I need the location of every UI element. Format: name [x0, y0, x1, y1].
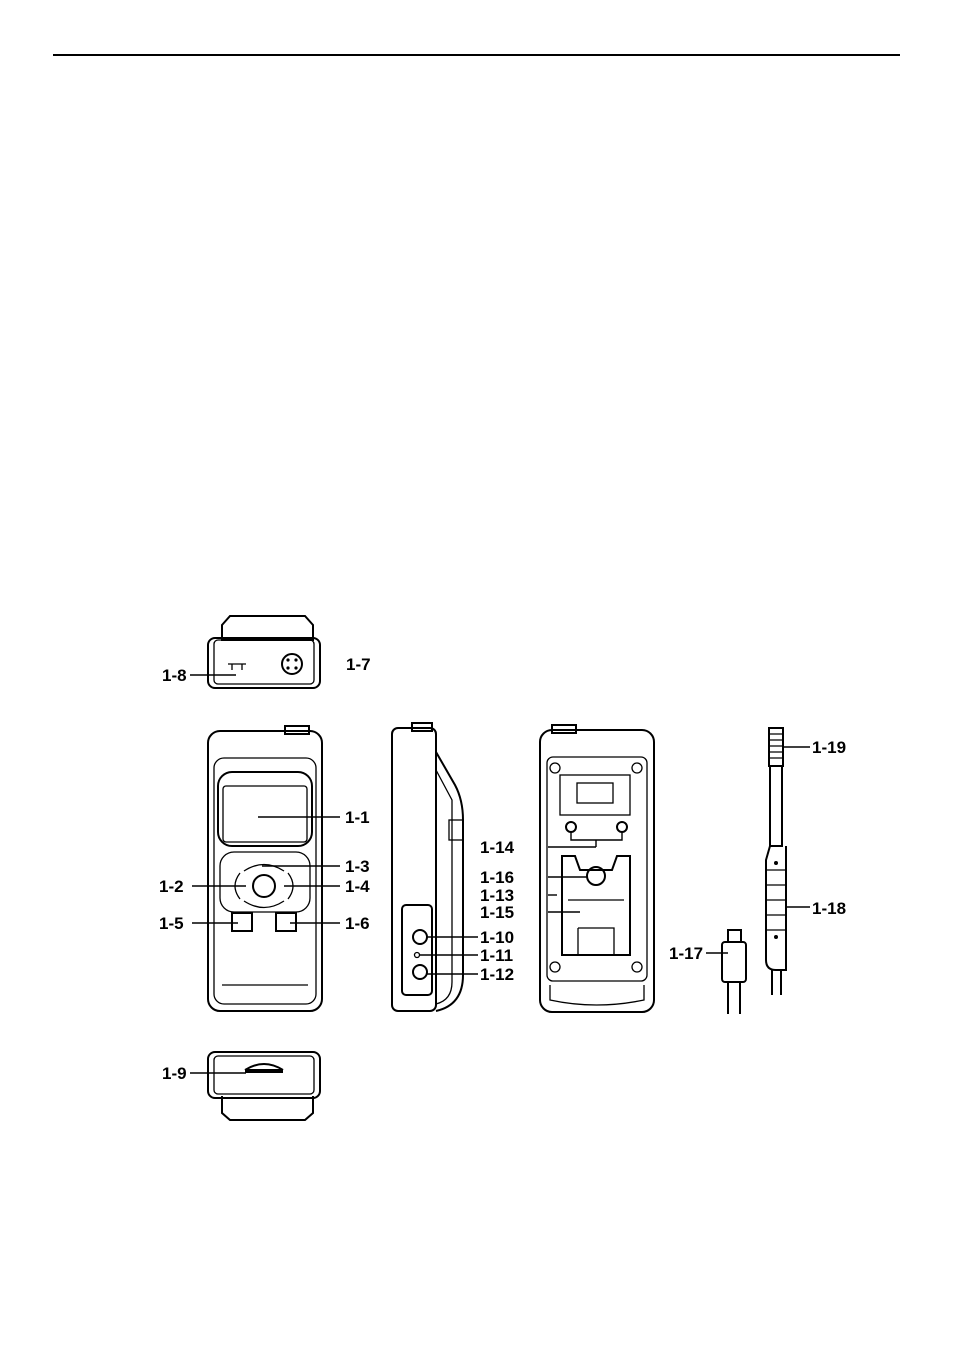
callout-1-8: 1-8: [162, 666, 187, 685]
callout-1-10: 1-10: [480, 928, 514, 947]
callout-1-9: 1-9: [162, 1064, 187, 1083]
callout-1-4: 1-4: [345, 877, 370, 896]
probe-plug: [706, 930, 746, 1014]
callout-1-5: 1-5: [159, 914, 184, 933]
side-hole: [415, 953, 420, 958]
side-view: [392, 723, 478, 1011]
callout-1-11: 1-11: [480, 946, 513, 965]
callout-1-16: 1-16: [480, 868, 514, 887]
callout-1-15: 1-15: [480, 903, 514, 922]
side-jack-1: [413, 930, 427, 944]
probe-socket: [282, 654, 302, 674]
callout-1-17: 1-17: [669, 944, 703, 963]
callout-1-6: 1-6: [345, 914, 370, 933]
callout-1-7: 1-7: [346, 655, 371, 674]
callout-1-12: 1-12: [480, 965, 514, 984]
top-view: [190, 616, 320, 688]
bottom-view: [190, 1052, 320, 1120]
callout-1-18: 1-18: [812, 899, 846, 918]
callout-1-2: 1-2: [159, 877, 184, 896]
callout-1-1: 1-1: [345, 808, 370, 827]
humidity-probe: [766, 728, 810, 995]
front-view: [192, 726, 340, 1011]
side-jack-2: [413, 965, 427, 979]
callout-1-14: 1-14: [480, 838, 515, 857]
callout-1-19: 1-19: [812, 738, 846, 757]
button-right: [276, 913, 296, 931]
lcd-screen: [218, 772, 312, 846]
card-slot: [245, 1069, 283, 1073]
center-button: [253, 875, 275, 897]
back-view: [540, 725, 654, 1012]
callout-1-3: 1-3: [345, 857, 370, 876]
button-left: [232, 913, 252, 931]
tilt-stand: [562, 856, 630, 955]
top-socket-icon: [228, 664, 246, 670]
